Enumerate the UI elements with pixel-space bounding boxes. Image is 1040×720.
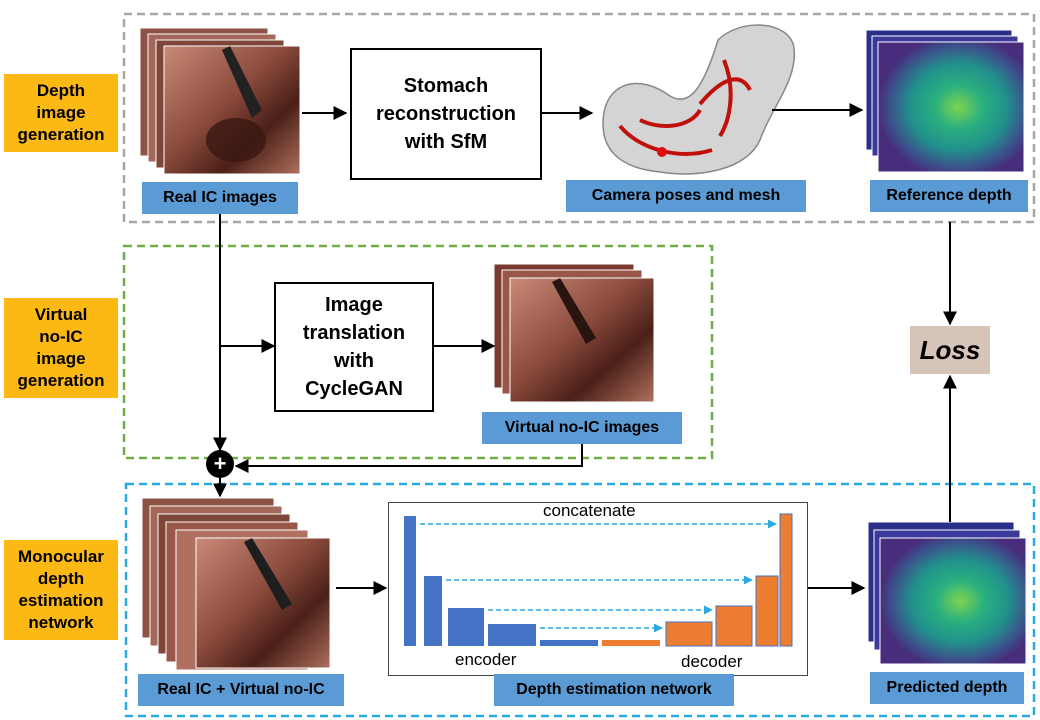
- reference-depth-stack: [865, 29, 1025, 173]
- section-label-virtual-generation: Virtual no-IC image generation: [4, 298, 118, 398]
- real-ic-image-stack: [139, 27, 301, 175]
- encoder-label: encoder: [455, 650, 517, 669]
- section-label-depth-generation: Depth image generation: [4, 74, 118, 152]
- combine-node-icon: [206, 450, 234, 478]
- caption-depth-network: Depth estimation network: [494, 674, 734, 706]
- virtual-generation-frame: [122, 244, 714, 460]
- caption-combined-input: Real IC + Virtual no-IC: [138, 674, 344, 706]
- arrow-virtual-to-combine: [234, 444, 583, 473]
- caption-camera-poses: Camera poses and mesh: [566, 180, 806, 212]
- caption-real-ic-images: Real IC images: [142, 182, 298, 214]
- loss-box: Loss: [910, 326, 990, 374]
- sfm-process-box: Stomach reconstruction with SfM: [350, 48, 542, 180]
- predicted-depth-stack: [867, 521, 1027, 665]
- monocular-network-frame: [124, 482, 1036, 718]
- combine-symbol: +: [214, 451, 227, 476]
- section-label-monocular-network: Monocular depth estimation network: [4, 540, 118, 640]
- caption-reference-depth: Reference depth: [870, 180, 1028, 212]
- cyclegan-process-box: Image translation with CycleGAN: [274, 282, 434, 412]
- decoder-label: decoder: [681, 652, 743, 671]
- concatenate-label: concatenate: [543, 501, 636, 520]
- combined-input-image-stack: [141, 497, 331, 671]
- caption-predicted-depth: Predicted depth: [870, 672, 1024, 704]
- depth-generation-frame: [122, 12, 1036, 224]
- caption-virtual-no-ic: Virtual no-IC images: [482, 412, 682, 444]
- virtual-no-ic-image-stack: [493, 263, 655, 403]
- stomach-mesh-icon: [602, 24, 796, 175]
